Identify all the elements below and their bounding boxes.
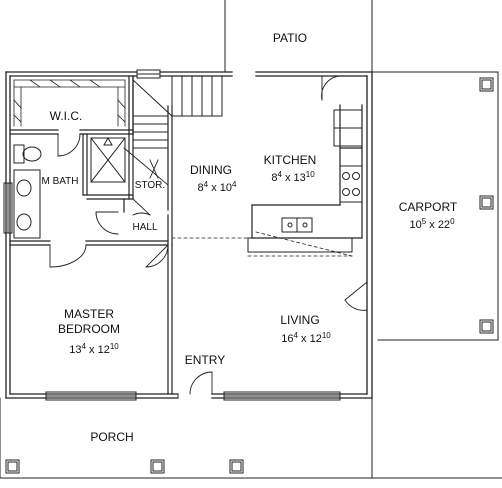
master-bedroom-dimensions: 134 x 1210 (69, 342, 119, 356)
entry-label: ENTRY (185, 353, 225, 367)
living-dim-l-ft: 12 (310, 333, 322, 345)
dining-dim-w-ft: 8 (198, 182, 204, 194)
kitchen-dimensions: 84 x 1310 (271, 170, 315, 184)
carport-label: CARPORT (399, 200, 458, 214)
dining-dim-x: x (211, 182, 217, 194)
carport-dim-l-ft: 22 (438, 219, 450, 231)
kitchen-label: KITCHEN (264, 153, 317, 167)
hall-label: HALL (132, 222, 157, 233)
bath-fixtures (13, 136, 126, 239)
refrigerator-icon (333, 109, 363, 147)
m-bath-label: M BATH (41, 176, 78, 187)
windows (3, 69, 341, 401)
living-dim-w-in: 4 (294, 331, 299, 340)
kitchen-dim-l-ft: 13 (294, 172, 306, 184)
kitchen-dim-w-ft: 8 (271, 172, 277, 184)
carport-dimensions: 105 x 220 (409, 217, 455, 231)
stor-label: STOR. (135, 180, 165, 191)
carport-dim-l-in: 0 (450, 217, 455, 226)
master-bedroom-dim-w-in: 4 (82, 342, 87, 351)
interior-walls (9, 75, 363, 395)
master-bedroom-dim-x: x (89, 344, 95, 356)
range-icon (339, 165, 363, 203)
master-bedroom-label-line1: MASTER (64, 307, 114, 321)
dining-dim-l-in: 4 (232, 180, 237, 189)
porch-label: PORCH (90, 430, 133, 444)
patio-label: PATIO (273, 31, 307, 45)
dining-label: DINING (190, 163, 232, 177)
kitchen-dim-x: x (285, 172, 291, 184)
living-dim-w-ft: 16 (281, 333, 293, 345)
dining-dimensions: 84 x 104 (198, 180, 237, 194)
living-dim-l-in: 10 (322, 331, 331, 340)
exterior-walls (5, 71, 373, 399)
wic-shelving (13, 79, 126, 127)
dining-dim-l-ft: 10 (220, 182, 232, 194)
openings (171, 231, 353, 257)
dining-dim-w-in: 4 (204, 180, 209, 189)
room-labels: PATIO W.I.C. M BATH STOR. HALL DINING 84… (41, 31, 457, 444)
patio-outline (224, 0, 373, 73)
kitchen-dim-l-in: 10 (306, 170, 315, 179)
kitchen-dim-w-in: 4 (277, 170, 282, 179)
master-bedroom-dim-w-ft: 13 (69, 344, 81, 356)
kitchen-island (247, 217, 353, 253)
living-dimensions: 164 x 1210 (281, 331, 331, 345)
master-bedroom-dim-l-in: 10 (110, 342, 119, 351)
living-dim-x: x (301, 333, 307, 345)
master-bedroom-label-line2: BEDROOM (58, 322, 120, 336)
carport-dim-w-in: 5 (422, 217, 427, 226)
master-bedroom-dim-l-ft: 12 (98, 344, 110, 356)
porch-outline (0, 397, 502, 479)
stairs (132, 75, 223, 149)
living-label: LIVING (280, 313, 319, 327)
carport-dim-w-ft: 10 (409, 219, 421, 231)
carport-outline (371, 71, 499, 341)
carport-dim-x: x (429, 219, 435, 231)
doors (49, 75, 368, 399)
wic-label: W.I.C. (50, 109, 83, 123)
